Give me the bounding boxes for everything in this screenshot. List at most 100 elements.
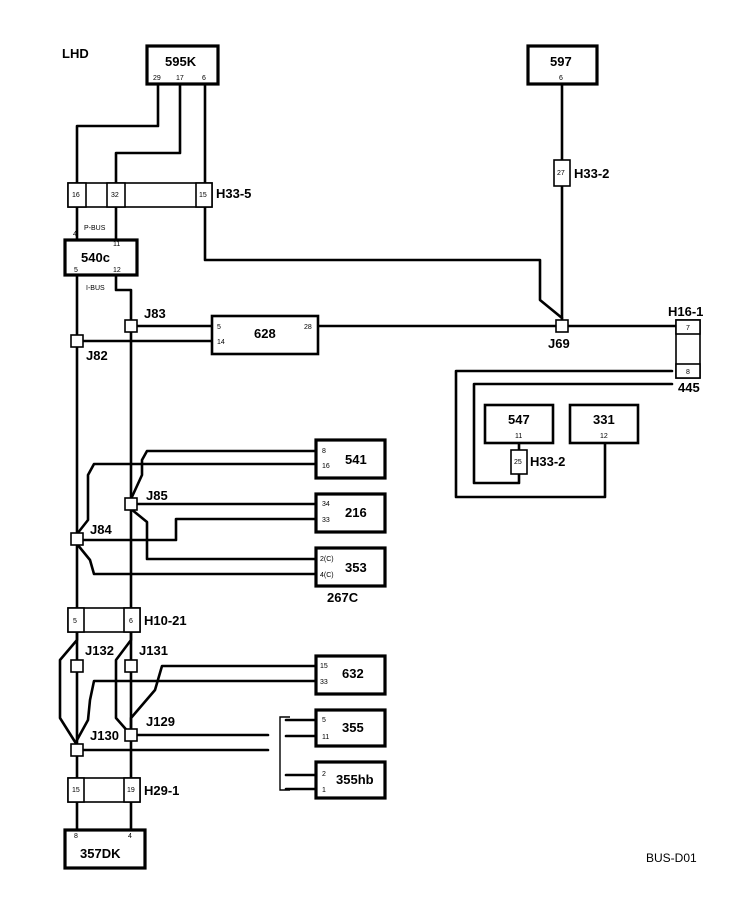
svg-text:H10-21: H10-21: [144, 613, 187, 628]
pbus-label: P-BUS: [84, 225, 106, 232]
svg-text:597: 597: [550, 54, 572, 69]
svg-text:15: 15: [72, 787, 80, 794]
svg-text:27: 27: [557, 170, 565, 177]
svg-text:11: 11: [322, 734, 329, 741]
wires: [58, 82, 678, 832]
svg-text:547: 547: [508, 412, 530, 427]
junction-J84: J84: [70, 522, 112, 546]
component-331: 331 12: [568, 403, 640, 445]
svg-text:32: 32: [111, 192, 119, 199]
svg-text:J84: J84: [90, 522, 112, 537]
svg-text:J129: J129: [146, 714, 175, 729]
svg-text:J130: J130: [90, 728, 119, 743]
component-355hb: 355hb 2 1: [314, 760, 387, 800]
component-540c: 4 11 540c 5 12: [63, 231, 139, 277]
component-597: 597 6: [526, 44, 599, 86]
svg-text:5: 5: [73, 618, 77, 625]
svg-text:7: 7: [686, 325, 690, 332]
component-632: 632 15 33: [314, 654, 387, 696]
svg-text:355: 355: [342, 720, 364, 735]
component-357DK: 8 4 357DK: [63, 828, 147, 870]
svg-text:331: 331: [593, 412, 615, 427]
svg-text:17: 17: [176, 75, 184, 82]
svg-text:541: 541: [345, 452, 367, 467]
junction-J82: J82: [70, 334, 108, 363]
svg-text:29: 29: [153, 75, 161, 82]
svg-text:267C: 267C: [327, 590, 359, 605]
svg-text:19: 19: [127, 787, 135, 794]
svg-text:4: 4: [128, 833, 132, 840]
svg-text:2(C): 2(C): [320, 556, 334, 563]
connector-H29-1: 15 19 H29-1: [67, 777, 179, 803]
svg-text:J83: J83: [144, 306, 166, 321]
svg-text:216: 216: [345, 505, 367, 520]
svg-text:12: 12: [113, 267, 121, 274]
svg-text:14: 14: [217, 339, 225, 346]
svg-text:25: 25: [514, 459, 522, 466]
junction-J132: J132: [70, 643, 114, 673]
svg-text:H16-1: H16-1: [668, 304, 703, 319]
svg-text:H33-2: H33-2: [574, 166, 609, 181]
svg-text:5: 5: [74, 267, 78, 274]
svg-text:J132: J132: [85, 643, 114, 658]
svg-text:J82: J82: [86, 348, 108, 363]
svg-text:355hb: 355hb: [336, 772, 374, 787]
component-216: 216 34 33: [314, 492, 387, 534]
svg-text:12: 12: [600, 433, 608, 440]
svg-text:8: 8: [322, 448, 326, 455]
lhd-label: LHD: [62, 46, 89, 61]
svg-text:11: 11: [113, 241, 120, 248]
connector-H33-5: 16 32 15 H33-5: [67, 182, 251, 208]
svg-text:353: 353: [345, 560, 367, 575]
junction-J129: J129: [124, 714, 175, 742]
svg-text:33: 33: [320, 679, 328, 686]
junction-J83: J83: [124, 306, 166, 333]
svg-text:H29-1: H29-1: [144, 783, 179, 798]
ibus-label: I-BUS: [86, 285, 105, 292]
svg-text:J69: J69: [548, 336, 570, 351]
junction-J85: J85: [124, 488, 168, 511]
svg-text:16: 16: [322, 463, 330, 470]
component-355: 355 5 11: [314, 708, 387, 748]
svg-text:1: 1: [322, 787, 326, 794]
svg-text:5: 5: [217, 324, 221, 331]
svg-text:6: 6: [202, 75, 206, 82]
svg-text:11: 11: [515, 433, 522, 440]
svg-text:34: 34: [322, 501, 330, 508]
svg-text:8: 8: [74, 833, 78, 840]
connector-H33-2-lower: 25 H33-2: [510, 449, 565, 475]
component-547: 547 11: [483, 403, 555, 445]
junction-J69: J69: [548, 319, 570, 351]
svg-text:357DK: 357DK: [80, 846, 121, 861]
svg-text:H33-5: H33-5: [216, 186, 251, 201]
svg-text:595K: 595K: [165, 54, 197, 69]
svg-text:15: 15: [199, 192, 207, 199]
svg-text:28: 28: [304, 324, 312, 331]
svg-text:33: 33: [322, 517, 330, 524]
svg-text:628: 628: [254, 326, 276, 341]
junction-J130: J130: [70, 728, 119, 757]
svg-text:J131: J131: [139, 643, 168, 658]
connector-H33-2-top: 27 H33-2: [553, 159, 609, 187]
diagram-code: BUS-D01: [646, 851, 697, 865]
svg-text:15: 15: [320, 663, 328, 670]
svg-text:16: 16: [72, 192, 80, 199]
svg-text:8: 8: [686, 369, 690, 376]
component-353: 353 2(C) 4(C) 267C: [314, 546, 387, 605]
svg-text:540c: 540c: [81, 250, 110, 265]
connector-H16-1: 7 8 H16-1 445: [668, 304, 703, 395]
svg-text:6: 6: [559, 75, 563, 82]
svg-text:4: 4: [73, 231, 77, 238]
svg-text:4(C): 4(C): [320, 572, 334, 579]
svg-text:445: 445: [678, 380, 700, 395]
component-541: 541 8 16: [314, 438, 387, 480]
svg-text:J85: J85: [146, 488, 168, 503]
svg-text:2: 2: [322, 771, 326, 778]
connector-H10-21: 5 6 H10-21: [67, 607, 187, 633]
component-628: 628 5 14 28: [210, 314, 320, 356]
svg-text:5: 5: [322, 717, 326, 724]
svg-text:632: 632: [342, 666, 364, 681]
component-595K: 595K 29 17 6: [145, 44, 220, 86]
svg-text:H33-2: H33-2: [530, 454, 565, 469]
